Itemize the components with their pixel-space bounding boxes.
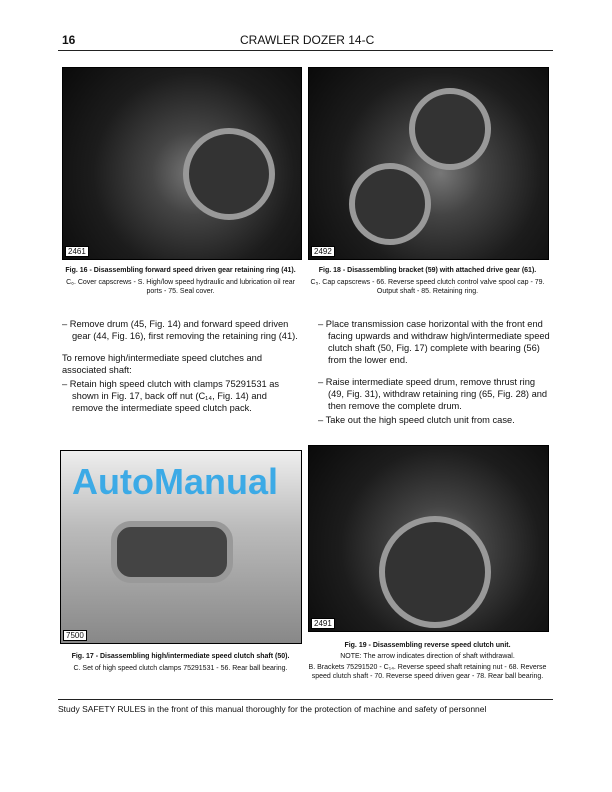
gear-shape xyxy=(111,521,233,583)
page-number: 16 xyxy=(62,33,76,47)
left-step-2: – Retain high speed clutch with clamps 7… xyxy=(62,379,280,413)
photo-id: 2491 xyxy=(311,618,335,629)
gear-shape xyxy=(183,128,275,220)
fig16-title: Fig. 16 - Disassembling forward speed dr… xyxy=(65,267,296,274)
right-step-3: – Take out the high speed clutch unit fr… xyxy=(318,415,515,425)
left-step-1: – Remove drum (45, Fig. 14) and forward … xyxy=(62,319,298,341)
right-step-2: – Raise intermediate speed drum, remove … xyxy=(318,377,548,411)
watermark: AutoManual xyxy=(72,461,278,502)
right-step-1: – Place transmission case horizontal wit… xyxy=(318,319,550,365)
fig19-legend: B. Brackets 75291520 - C₁₄. Reverse spee… xyxy=(308,664,547,680)
fig17-photo: 7500 xyxy=(60,450,302,644)
header-rule xyxy=(58,50,553,51)
page-header-title: CRAWLER DOZER 14-C xyxy=(240,33,375,47)
photo-id: 2492 xyxy=(311,246,335,257)
fig18-title: Fig. 18 - Disassembling bracket (59) wit… xyxy=(318,267,537,274)
gear-shape xyxy=(349,163,431,245)
footer-text: Study SAFETY RULES in the front of this … xyxy=(58,704,487,714)
fig16-legend: C₆. Cover capscrews - S. High/low speed … xyxy=(66,279,295,295)
right-column-text: – Place transmission case horizontal wit… xyxy=(318,318,550,426)
fig16-photo: 2461 xyxy=(62,67,302,260)
fig17-title: Fig. 17 - Disassembling high/intermediat… xyxy=(71,653,290,660)
left-column-text: – Remove drum (45, Fig. 14) and forward … xyxy=(62,318,300,414)
fig16-caption: Fig. 16 - Disassembling forward speed dr… xyxy=(58,266,303,296)
fig19-caption: Fig. 19 - Disassembling reverse speed cl… xyxy=(305,641,550,681)
gear-shape xyxy=(409,88,491,170)
fig17-legend: C. Set of high speed clutch clamps 75291… xyxy=(73,665,288,672)
fig19-note: NOTE: The arrow indicates direction of s… xyxy=(340,653,515,660)
fig18-legend: C₅. Cap capscrews - 66. Reverse speed cl… xyxy=(310,279,545,295)
fig18-photo: 2492 xyxy=(308,67,549,260)
fig18-caption: Fig. 18 - Disassembling bracket (59) wit… xyxy=(305,266,550,296)
gear-shape xyxy=(379,516,491,628)
footer-rule xyxy=(58,699,553,700)
fig17-caption: Fig. 17 - Disassembling high/intermediat… xyxy=(58,652,303,673)
photo-id: 7500 xyxy=(63,630,87,641)
photo-id: 2461 xyxy=(65,246,89,257)
left-intro: To remove high/intermediate speed clutch… xyxy=(62,353,263,375)
fig19-title: Fig. 19 - Disassembling reverse speed cl… xyxy=(344,642,511,649)
fig19-photo: 2491 xyxy=(308,445,549,632)
